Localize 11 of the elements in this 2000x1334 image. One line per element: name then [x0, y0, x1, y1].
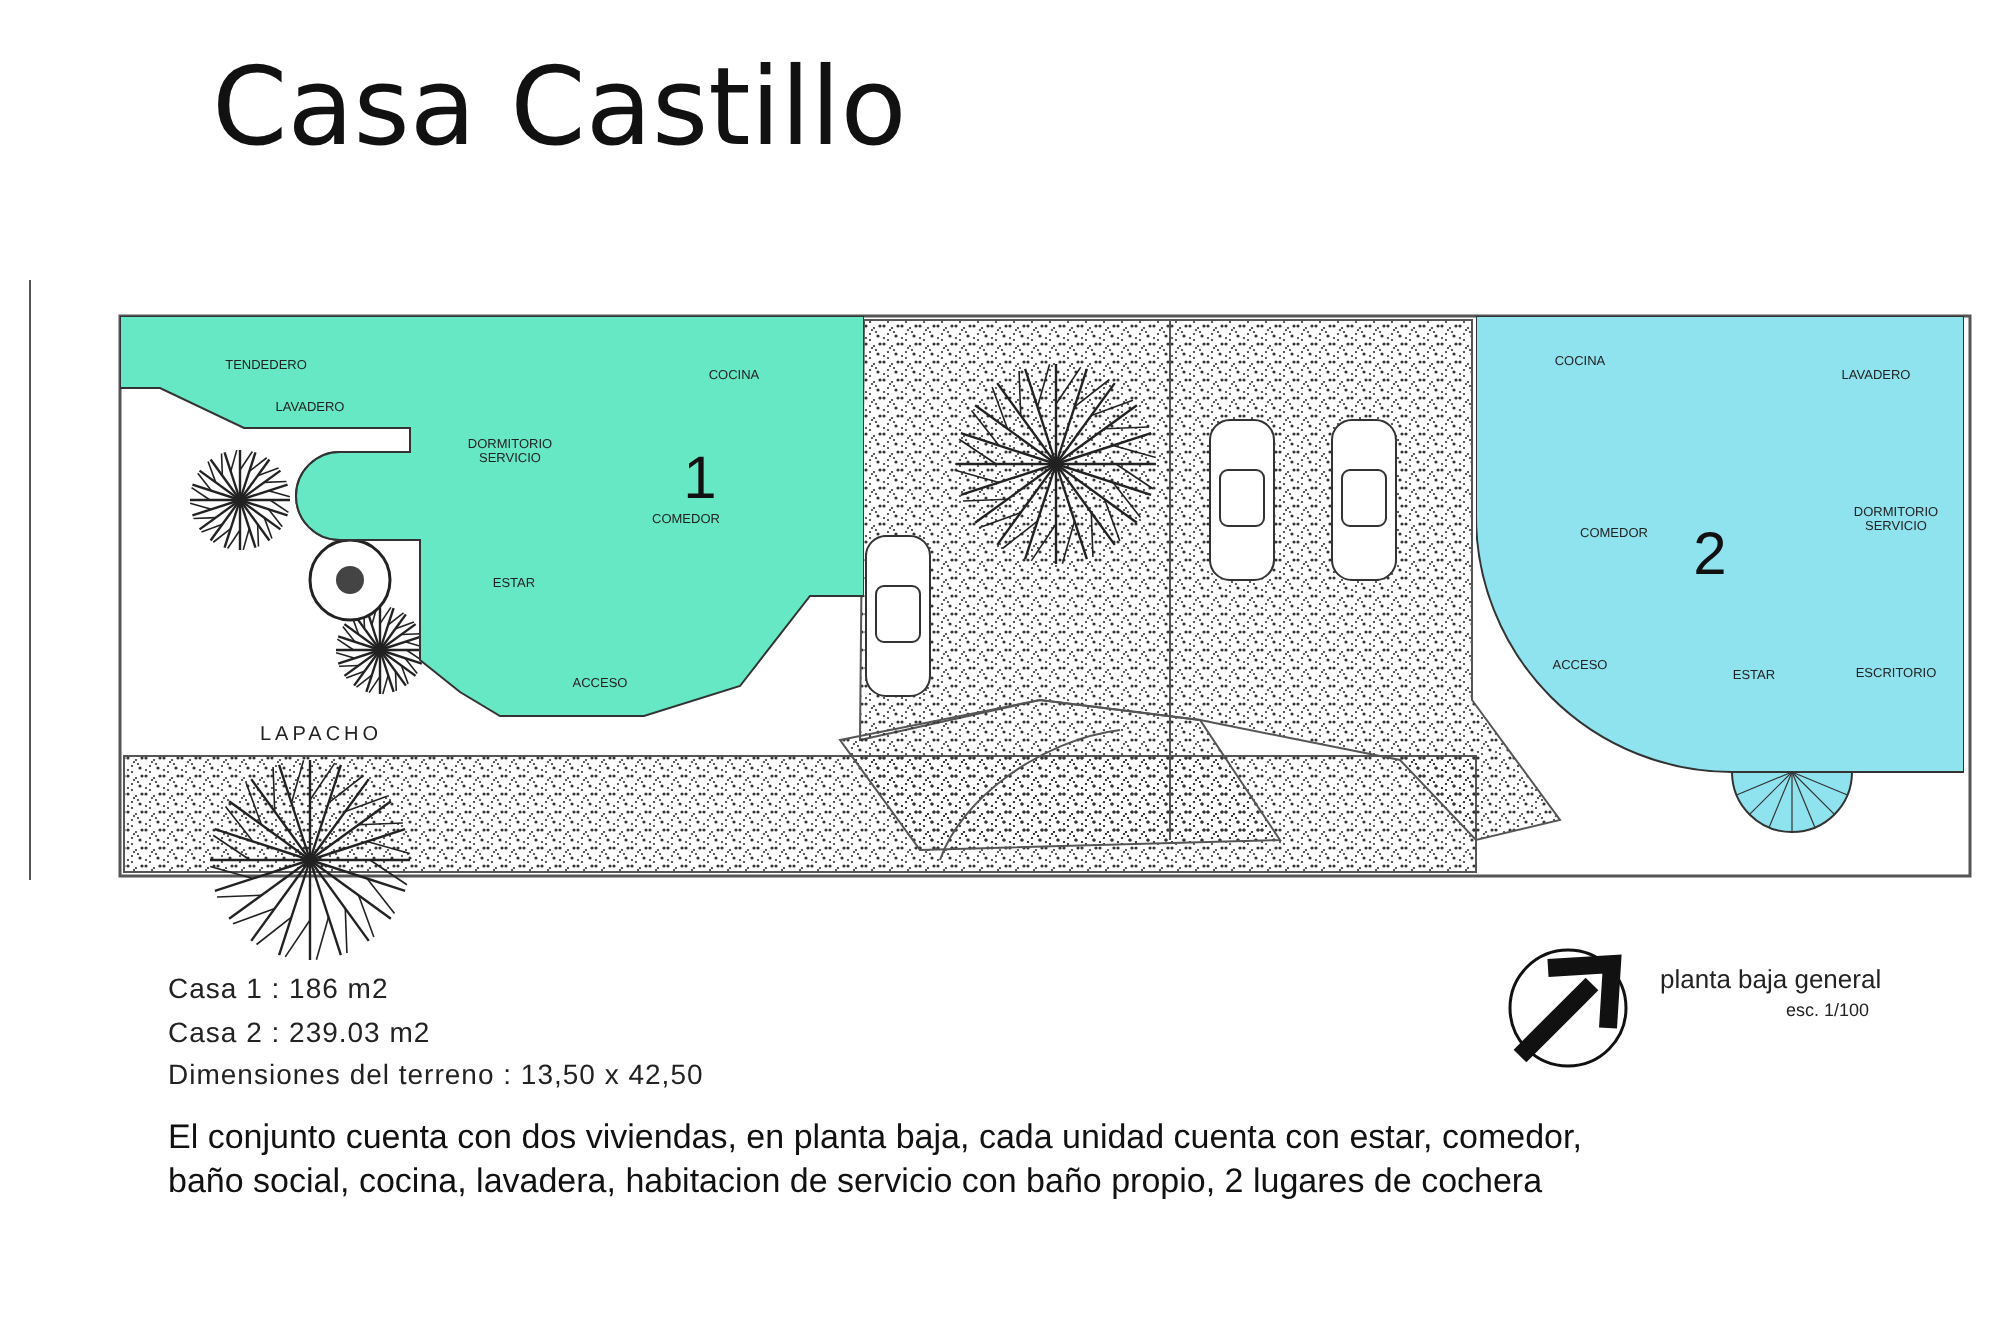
house-number: 1 [683, 446, 717, 514]
area-note: Casa 2 : 239.03 m2 [168, 1016, 431, 1048]
house-floor-plan [120, 316, 864, 720]
description-paragraph: El conjunto cuenta con dos viviendas, en planta baja, cada unidad cuenta con estar, comedor, baño social, cocina, lavadera, habitacion de servicio con baño propio, 2 lugares de cochera [168, 1116, 1584, 1204]
plan-title: planta baja general [1660, 964, 1882, 994]
area-note: Dimensiones del terreno : 13,50 x 42,50 [168, 1058, 704, 1090]
title: Casa Castillo [212, 44, 907, 170]
area-note: Casa 1 : 186 m2 [168, 972, 389, 1004]
house-number: 2 [1693, 522, 1727, 590]
scale-note: esc. 1/100 [1786, 1000, 1870, 1020]
house-floor-plan [1476, 316, 1964, 776]
